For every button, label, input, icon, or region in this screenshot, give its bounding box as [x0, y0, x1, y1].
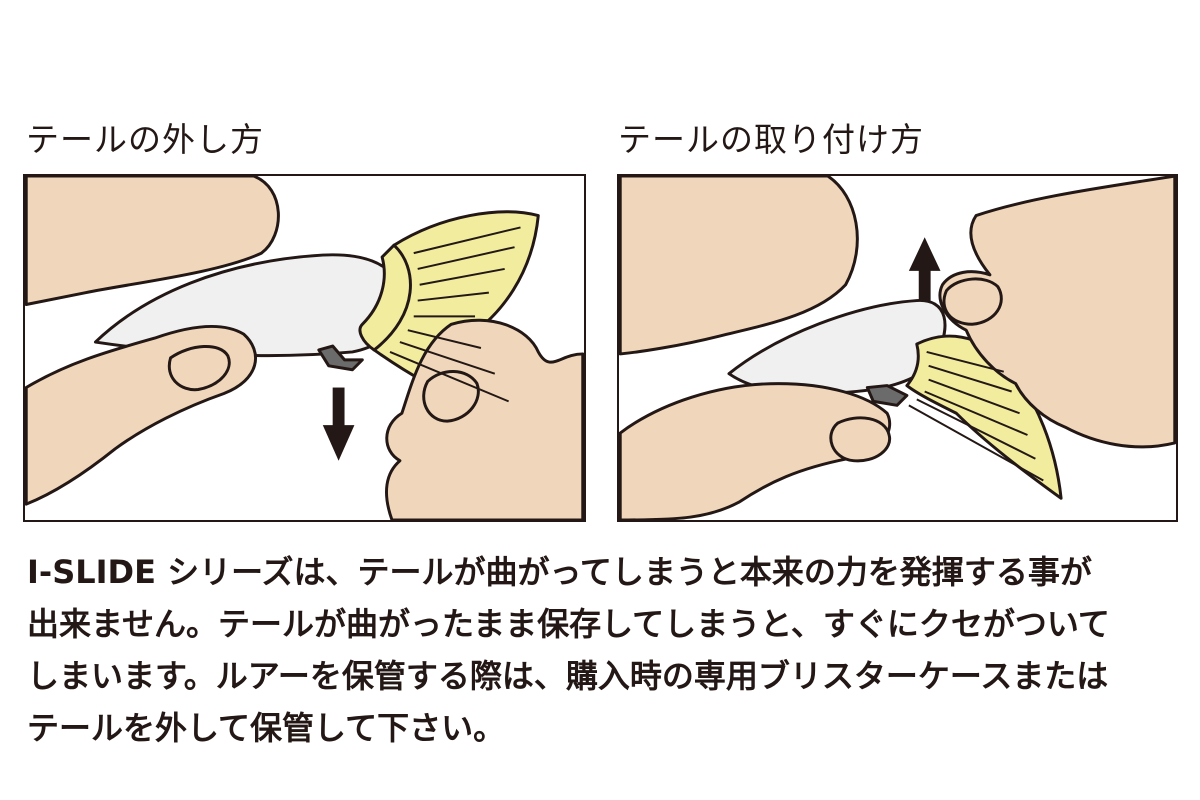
attachment-illustration — [619, 176, 1176, 520]
removal-diagram-title: テールの外し方 — [26, 120, 264, 159]
left-hand-thumbnail — [167, 345, 231, 392]
tail-stripes — [389, 226, 521, 403]
tail-connector — [317, 344, 364, 372]
care-instructions-line-1: I-SLIDE シリーズは、テールが曲がってしまうと本来の力を発揮する事が — [27, 553, 1092, 591]
attachment-diagram-title: テールの取り付け方 — [618, 120, 924, 159]
left-hand-upper-finger — [25, 176, 280, 306]
up-arrow-icon — [908, 237, 941, 301]
tail-connector — [865, 384, 909, 407]
left-hand-upper-finger — [619, 176, 859, 356]
care-instructions: I-SLIDE シリーズは、テールが曲がってしまうと本来の力を発揮する事が 出来… — [27, 546, 1187, 754]
removal-illustration — [25, 176, 584, 520]
down-arrow-icon — [322, 387, 355, 461]
right-hand-thumbnail — [942, 277, 1003, 326]
tail-base-ring — [358, 243, 412, 352]
care-instructions-line-2: 出来ません。テールが曲がったまま保存してしまうと、すぐにクセがついて — [27, 605, 1110, 643]
left-hand-thumbnail — [829, 416, 892, 463]
removal-illustration-panel — [23, 174, 586, 522]
care-instructions-line-3: しまいます。ルアーを保管する際は、購入時の専用ブリスターケースまたは — [27, 657, 1109, 695]
attachment-illustration-panel — [617, 174, 1178, 522]
care-instructions-line-4: テールを外して保管して下さい。 — [27, 709, 506, 747]
right-hand-holding — [938, 176, 1176, 449]
tail-stripes — [908, 350, 1044, 482]
